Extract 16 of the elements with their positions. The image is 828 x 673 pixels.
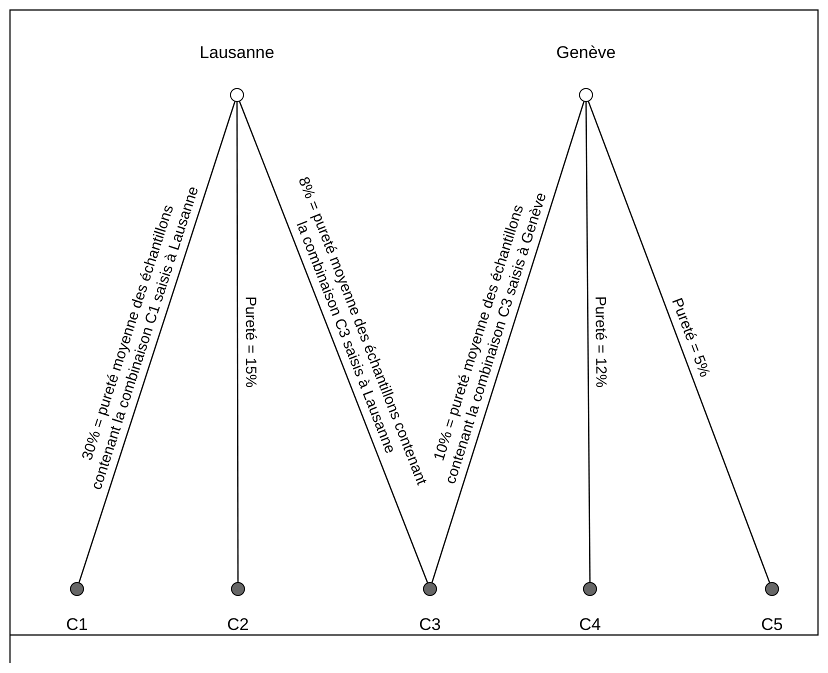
edge-label: Pureté = 15% xyxy=(240,296,259,388)
connector-line xyxy=(236,102,239,582)
combination-label: C5 xyxy=(761,615,783,635)
city-label: Genève xyxy=(556,43,616,63)
connector-line xyxy=(585,102,591,582)
city-label: Lausanne xyxy=(200,43,274,63)
combination-label: C1 xyxy=(66,615,88,635)
connector-line xyxy=(588,101,770,583)
connector-line xyxy=(238,101,428,583)
combination-label: C4 xyxy=(579,615,601,635)
combination-label: C3 xyxy=(419,615,441,635)
edge-label: Pureté = 5% xyxy=(667,296,714,380)
edge-label: Pureté = 12% xyxy=(590,296,610,388)
connector-line xyxy=(432,101,584,583)
connector-line xyxy=(78,101,236,583)
combination-label: C2 xyxy=(227,615,249,635)
